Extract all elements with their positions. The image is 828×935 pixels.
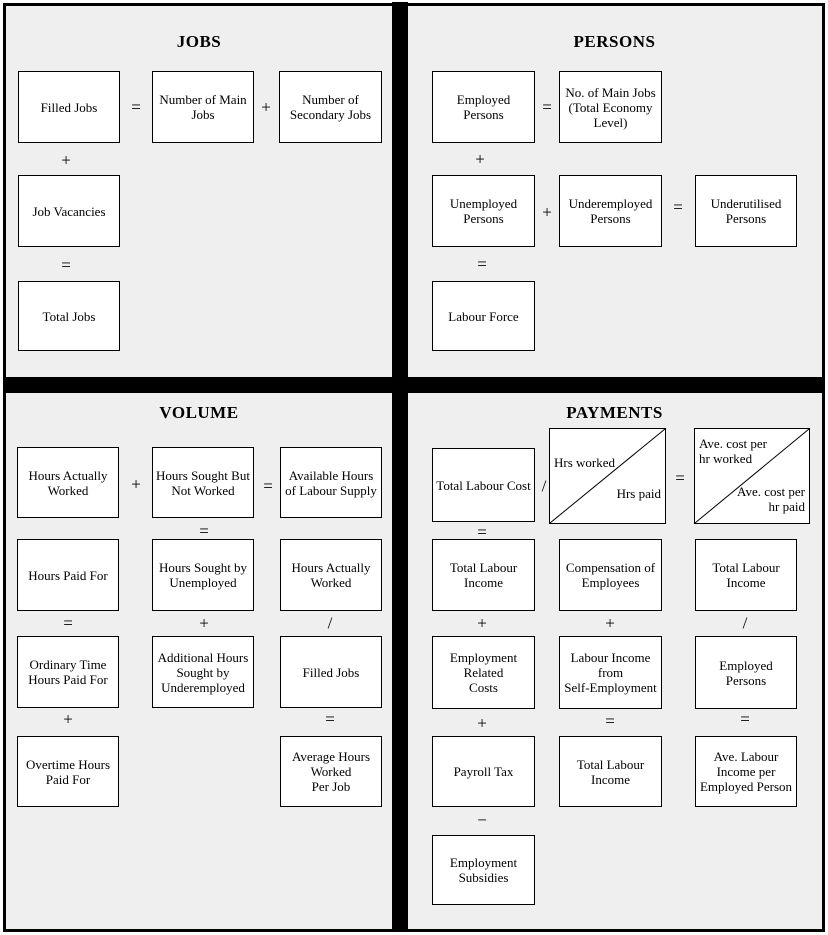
box-hours-actually-worked: Hours Actually Worked	[17, 447, 119, 518]
split-label-hrs-paid: Hrs paid	[616, 486, 661, 501]
operator-equals: =	[740, 709, 750, 729]
box-job-vacancies: Job Vacancies	[18, 175, 120, 247]
operator-divide: /	[742, 613, 748, 633]
operator-divide: /	[327, 613, 333, 633]
quadrant-jobs: JOBS Filled Jobs = Number of Main Jobs +…	[3, 3, 395, 383]
box-underutilised-persons: Underutilised Persons	[695, 175, 797, 247]
box-hours-actually-worked-2: Hours Actually Worked	[280, 539, 382, 611]
splitbox-ave-cost-per-hr: Ave. cost per hr worked Ave. cost per hr…	[694, 428, 810, 524]
title-persons: PERSONS	[573, 32, 656, 51]
box-labour-income-from-self-employment: Labour Income from Self-Employment	[559, 636, 662, 709]
quadrant-payments: PAYMENTS Total Labour Cost / Hrs worked …	[404, 389, 825, 932]
divider-vertical	[392, 2, 408, 932]
operator-equals: =	[61, 255, 71, 275]
box-hours-paid-for: Hours Paid For	[17, 539, 119, 611]
box-employed-persons-2: Employed Persons	[695, 636, 797, 709]
box-number-of-main-jobs: Number of Main Jobs	[152, 71, 254, 143]
box-compensation-of-employees: Compensation of Employees	[559, 539, 662, 611]
box-filled-jobs: Filled Jobs	[18, 71, 120, 143]
operator-plus: +	[475, 149, 485, 169]
title-payments: PAYMENTS	[566, 403, 663, 422]
operator-plus: +	[61, 150, 71, 170]
box-underemployed-persons: Underemployed Persons	[559, 175, 662, 247]
operator-plus: +	[477, 613, 487, 633]
box-available-hours-of-labour-supply: Available Hours of Labour Supply	[280, 447, 382, 518]
box-average-hours-worked-per-job: Average Hours Worked Per Job	[280, 736, 382, 807]
operator-equals: =	[325, 709, 335, 729]
diagonal-line	[695, 429, 809, 523]
operator-equals: =	[131, 97, 141, 117]
operator-equals: =	[605, 711, 615, 731]
box-payroll-tax: Payroll Tax	[432, 736, 535, 807]
quadrant-volume: VOLUME Hours Actually Worked + Hours Sou…	[3, 389, 395, 932]
box-total-labour-income: Total Labour Income	[432, 539, 535, 611]
split-label-hrs-worked: Hrs worked	[554, 455, 616, 470]
box-labour-force: Labour Force	[432, 281, 535, 351]
operator-plus: +	[477, 713, 487, 733]
title-jobs: JOBS	[176, 32, 222, 51]
operator-divide: /	[541, 476, 547, 496]
box-employment-related-costs: Employment Related Costs	[432, 636, 535, 709]
operator-plus: +	[63, 709, 73, 729]
operator-equals: =	[477, 254, 487, 274]
operator-equals: =	[199, 521, 209, 541]
box-total-labour-cost: Total Labour Cost	[432, 448, 535, 522]
diagonal-line	[550, 429, 665, 523]
box-filled-jobs-2: Filled Jobs	[280, 636, 382, 708]
quadrant-persons: PERSONS Employed Persons = No. of Main J…	[404, 3, 825, 383]
operator-equals: =	[542, 97, 552, 117]
operator-equals: =	[673, 197, 683, 217]
title-volume: VOLUME	[159, 403, 239, 422]
box-unemployed-persons: Unemployed Persons	[432, 175, 535, 247]
split-label-ave-cost-per-hr-worked: Ave. cost per hr worked	[699, 436, 767, 466]
box-employment-subsidies: Employment Subsidies	[432, 835, 535, 905]
divider-horizontal	[3, 377, 825, 393]
box-employed-persons: Employed Persons	[432, 71, 535, 143]
box-ordinary-time-hours-paid-for: Ordinary Time Hours Paid For	[17, 636, 119, 708]
box-no-of-main-jobs-total-economy: No. of Main Jobs (Total Economy Level)	[559, 71, 662, 143]
box-hours-sought-by-unemployed: Hours Sought by Unemployed	[152, 539, 254, 611]
operator-equals: =	[675, 468, 685, 488]
operator-equals: =	[63, 613, 73, 633]
box-number-of-secondary-jobs: Number of Secondary Jobs	[279, 71, 382, 143]
box-total-labour-income-2: Total Labour Income	[695, 539, 797, 611]
split-label-ave-cost-per-hr-paid: Ave. cost per hr paid	[737, 484, 805, 514]
box-total-labour-income-3: Total Labour Income	[559, 736, 662, 807]
box-additional-hours-sought-by-underemployed: Additional Hours Sought by Underemployed	[152, 636, 254, 708]
operator-equals: =	[263, 476, 273, 496]
box-total-jobs: Total Jobs	[18, 281, 120, 351]
operator-plus: +	[261, 97, 271, 117]
operator-plus: +	[542, 202, 552, 222]
operator-plus: +	[131, 474, 141, 494]
box-overtime-hours-paid-for: Overtime Hours Paid For	[17, 736, 119, 807]
operator-equals: =	[477, 522, 487, 542]
operator-minus: −	[477, 810, 487, 830]
splitbox-hrs-worked-hrs-paid: Hrs worked Hrs paid	[549, 428, 666, 524]
box-ave-labour-income-per-employed-person: Ave. Labour Income per Employed Person	[695, 736, 797, 807]
operator-plus: +	[199, 613, 209, 633]
box-hours-sought-but-not-worked: Hours Sought But Not Worked	[152, 447, 254, 518]
operator-plus: +	[605, 613, 615, 633]
